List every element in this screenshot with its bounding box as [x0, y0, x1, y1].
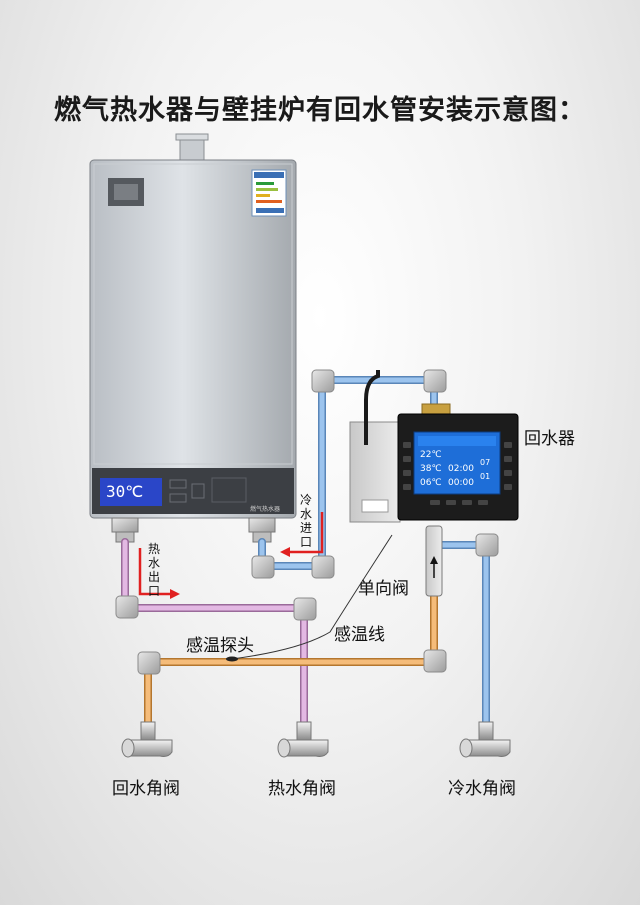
- cold-angle-valve: [459, 721, 511, 758]
- heater-display-value: 30℃: [106, 482, 144, 501]
- cold-inlet-arrow: [280, 512, 324, 557]
- screen-value-7: 01: [480, 472, 491, 481]
- recirculator-controller: [397, 403, 519, 521]
- sensor-probe: [226, 656, 238, 662]
- hot-water-pipe: [121, 538, 308, 742]
- gas-water-heater: [89, 159, 297, 519]
- energy-label: [251, 169, 287, 217]
- return-angle-valve: [121, 721, 173, 758]
- check-valve: [425, 525, 443, 597]
- return-water-pipe: [144, 538, 438, 742]
- screen-value-5: 00:00: [448, 478, 474, 488]
- label-sensor-probe: 感温探头: [186, 636, 254, 656]
- heater-display: [100, 478, 162, 506]
- cold-inlet-fitting: [248, 517, 276, 543]
- screen-value-2: 38℃: [420, 464, 442, 474]
- label-return-valve: 回水角阀: [112, 779, 180, 799]
- label-cold-inlet: 冷水进口: [299, 493, 312, 549]
- hot-angle-valve: [277, 721, 329, 758]
- pipe-elbows: [115, 369, 499, 675]
- label-hot-outlet: 热水出口: [147, 542, 160, 598]
- page-title: 燃气热水器与壁挂炉有回水管安装示意图：: [54, 95, 586, 126]
- label-recirculator: 回水器: [524, 429, 575, 449]
- label-hot-valve: 热水角阀: [268, 779, 336, 799]
- label-sensor-wire: 感温线: [334, 625, 385, 645]
- screen-value-3: 06℃: [420, 478, 442, 488]
- sensor-wire: [226, 534, 393, 662]
- hot-outlet-arrow: [138, 548, 180, 599]
- recirculator-pump-box: [349, 370, 401, 523]
- screen-value-1: 22℃: [420, 450, 442, 460]
- heater-brand-text: 燃气热水器: [250, 506, 281, 513]
- label-cold-valve: 冷水角阀: [448, 779, 516, 799]
- screen-value-6: 07: [480, 458, 491, 467]
- screen-value-4: 02:00: [448, 464, 474, 474]
- flue-pipe: [175, 133, 209, 161]
- label-check-valve: 单向阀: [358, 579, 409, 599]
